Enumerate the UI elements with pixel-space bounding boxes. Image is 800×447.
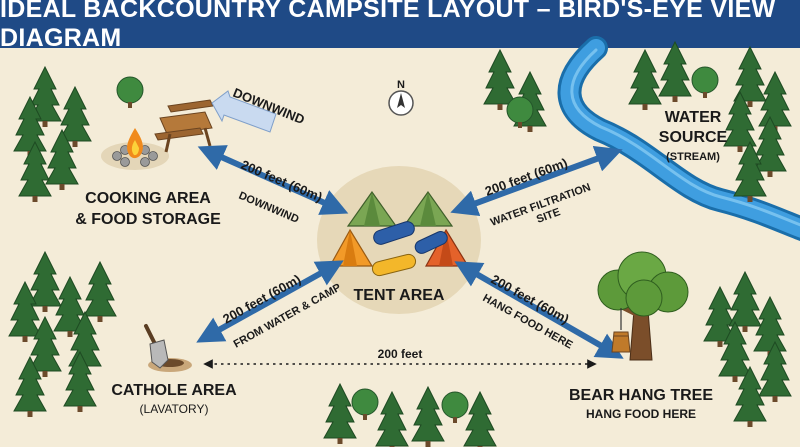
cooking-area-title-1: COOKING AREA [85,190,211,207]
tent-icon-red [424,228,470,267]
cathole-area-subtitle: (LAVATORY) [140,402,209,416]
tent-area-clearing [317,166,481,314]
tree-group-bottom-center [323,383,497,447]
tree-group-top-left [13,66,144,203]
bear-tree-subtitle: HANG FOOD HERE [586,407,696,421]
tree-group-bottom-right [703,271,792,428]
compass-letter: N [397,79,405,91]
arrow-cathole-to-tent [196,260,344,343]
picnic-table-icon [154,99,214,153]
sleeping-bag-icon-blue-2 [414,231,448,254]
wind-arrow-icon [211,90,277,133]
tent-icon-green-right [402,190,454,227]
cooking-area-title-2: & FOOD STORAGE [75,211,221,228]
sleeping-bag-icon-blue [373,221,415,245]
tree-group-bottom-left [8,251,117,418]
campfire-icon [101,128,169,170]
bottom-distance-label: 200 feet [378,347,423,361]
food-bag-icon [611,331,631,353]
tent-icon-orange [328,228,374,267]
water-source-subtitle: (STREAM) [666,151,720,163]
arrow-tent-to-bear [454,261,624,359]
tent-area-title: TENT AREA [354,287,445,304]
title-bar: IDEAL BACKCOUNTRY CAMPSITE LAYOUT – BIRD… [0,0,800,52]
bear-hang-tree-icon [597,251,689,361]
arrow-tent-to-water [450,145,623,217]
compass-icon [388,90,414,116]
sleeping-bag-icon-yellow [371,253,417,277]
water-source-title-2: SOURCE [659,129,728,146]
cooking-note-label: DOWNWIND [237,190,301,226]
cathole-area-title: CATHOLE AREA [111,382,237,399]
tent-icon-green-left [346,190,398,227]
water-source-title-1: WATER [665,109,722,126]
page-title: IDEAL BACKCOUNTRY CAMPSITE LAYOUT – BIRD… [0,0,776,52]
trowel-icon [144,324,192,372]
arrow-cooking-to-tent [197,145,349,215]
bear-tree-title: BEAR HANG TREE [569,387,713,404]
